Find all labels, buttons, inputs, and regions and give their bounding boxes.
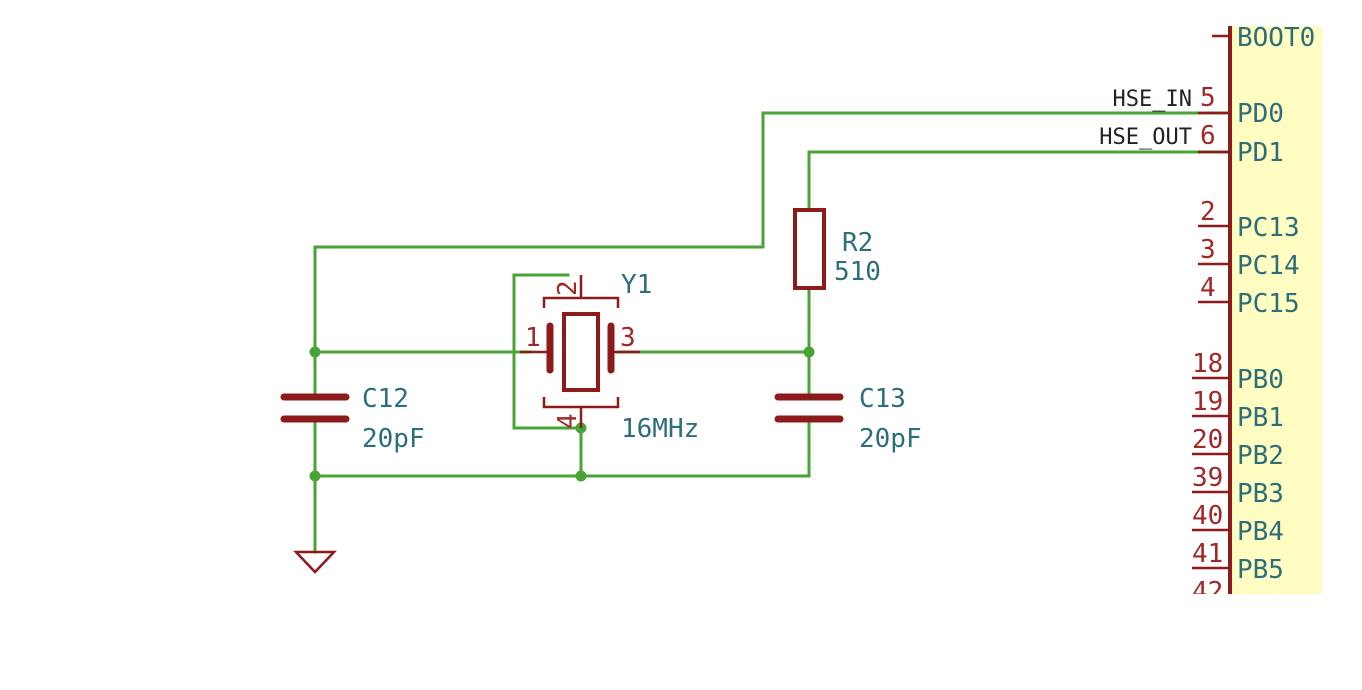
mcu-pin-number: 18 <box>1192 349 1223 379</box>
c12-value: 20pF <box>362 424 425 454</box>
mcu-pin-number: 2 <box>1200 197 1216 227</box>
crystal-y1[interactable]: 1 3 2 4 Y1 16MHz <box>520 270 699 444</box>
mcu-pin-name: PC14 <box>1237 251 1300 281</box>
mcu-pin-name: PB5 <box>1237 555 1284 585</box>
mcu-pin-number: 3 <box>1200 235 1216 265</box>
mcu-pin-number: 40 <box>1192 501 1223 531</box>
r2-reference: R2 <box>842 228 873 258</box>
wires <box>313 111 1230 554</box>
c12-reference: C12 <box>362 384 409 414</box>
y1-pin-4: 4 <box>553 413 583 429</box>
resistor-r2[interactable]: R2 510 <box>793 208 881 290</box>
mcu-pin-name: PB1 <box>1237 403 1284 433</box>
c13-reference: C13 <box>859 384 906 414</box>
c13-value: 20pF <box>859 424 922 454</box>
mcu-pin-number: 19 <box>1192 387 1223 417</box>
mcu-pin-name: PC13 <box>1237 213 1300 243</box>
mcu-pin-number: 20 <box>1192 425 1223 455</box>
mcu-pins: BOOT0 5 PD0 HSE_IN 6 PD1 HSE_OUT 2 PC13 … <box>1099 23 1315 607</box>
mcu-pin-name: PB3 <box>1237 479 1284 509</box>
mcu-body <box>1230 26 1322 594</box>
mcu-pin-name: PB4 <box>1237 517 1284 547</box>
mcu-pin-name: PD0 <box>1237 99 1284 129</box>
y1-value: 16MHz <box>621 414 699 444</box>
y1-reference: Y1 <box>621 270 652 300</box>
mcu-pin-number: 4 <box>1200 273 1216 303</box>
crystal-housing-top <box>542 296 620 308</box>
y1-pin-3: 3 <box>620 323 636 353</box>
capacitor-c13[interactable]: C13 20pF <box>774 384 922 454</box>
junction-dot <box>575 470 587 482</box>
resistor-body <box>793 208 826 290</box>
mcu-pin-number: 5 <box>1200 83 1216 113</box>
mcu-symbol[interactable] <box>1228 26 1322 594</box>
crop-mask-right <box>1322 0 1362 690</box>
r2-value: 510 <box>834 257 881 287</box>
wire-hse-out <box>807 150 1230 212</box>
junction-dot <box>309 470 321 482</box>
mcu-pin-name: PD1 <box>1237 138 1284 168</box>
mcu-pin-number: 6 <box>1200 121 1216 151</box>
wire-y1-pin2-loop <box>512 273 583 430</box>
y1-pin-2: 2 <box>553 280 583 296</box>
junction-dot <box>803 346 815 358</box>
crystal-body <box>562 312 600 392</box>
mcu-pin-number: 41 <box>1192 539 1223 569</box>
capacitor-c12[interactable]: C12 20pF <box>280 384 425 454</box>
mcu-pin-name: PC15 <box>1237 289 1300 319</box>
junction-dot <box>309 346 321 358</box>
mcu-pin-name: PB2 <box>1237 441 1284 471</box>
wire-hse-in <box>313 111 1230 354</box>
net-label-hse-out: HSE_OUT <box>1099 125 1192 150</box>
crystal-housing-bottom <box>542 397 620 409</box>
ground-icon <box>293 550 337 574</box>
net-label-hse-in: HSE_IN <box>1113 87 1192 112</box>
y1-pin-1: 1 <box>525 323 541 353</box>
mcu-pin-number: 39 <box>1192 463 1223 493</box>
mcu-pin-boot0-name: BOOT0 <box>1237 23 1315 53</box>
mcu-pin-name: PB0 <box>1237 365 1284 395</box>
